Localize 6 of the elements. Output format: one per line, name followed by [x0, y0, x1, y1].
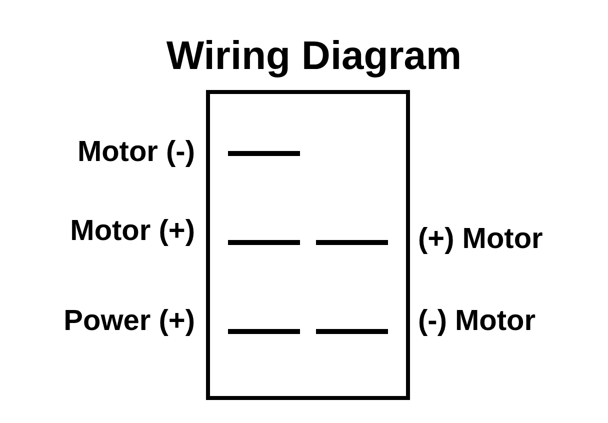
terminal-label: (+) Motor [418, 223, 543, 256]
diagram-title: Wiring Diagram [165, 34, 463, 79]
terminal-label: (-) Motor [418, 305, 536, 338]
terminal-label: Power (+) [64, 305, 195, 338]
terminal-label: Motor (-) [77, 136, 195, 169]
terminal-label: Motor (+) [70, 215, 195, 248]
